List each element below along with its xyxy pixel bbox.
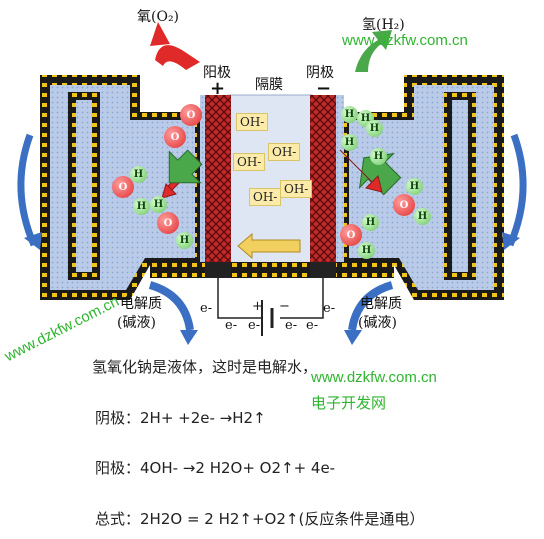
electrolyte-left-sublabel: (碱液) (117, 315, 156, 331)
minus-sign: − (316, 78, 332, 99)
electrolyte-right-sublabel: (碱液) (358, 315, 397, 331)
oxygen-atom: O (340, 224, 362, 246)
bottom-right-flow-head (344, 330, 362, 345)
hydrogen-atom: H (406, 178, 423, 195)
circuit-minus: − (279, 299, 290, 314)
hydroxide-ion: OH- (249, 188, 282, 206)
bottom-rail (150, 262, 394, 278)
cathode-equation: 阴极：2H+ +2e- →H2↑ (95, 409, 266, 427)
hydrogen-atom: H (150, 196, 167, 213)
electrolyte-left-label: 电解质 (120, 296, 162, 312)
cathode-terminal (310, 262, 336, 278)
total-equation: 总式：2H2O = 2 H2↑+O2↑(反应条件是通电） (95, 510, 425, 528)
anode-equation: 阳极：4OH- →2 H2O+ O2↑+ 4e- (95, 459, 336, 477)
hydrogen-atom: H (133, 198, 150, 215)
hydroxide-ion: OH- (268, 143, 301, 161)
hydrogen-atom: H (176, 232, 193, 249)
electron-label: e- (248, 318, 261, 333)
hydroxide-ion: OH- (233, 153, 266, 171)
hydroxide-ion: OH- (236, 113, 269, 131)
electron-label: e- (285, 318, 298, 333)
oxygen-atom: O (393, 194, 415, 216)
watermark-top: www.dzkfw.com.cn (342, 32, 468, 49)
bottom-left-flow (148, 281, 194, 331)
oxygen-label: 氧(O₂) (137, 9, 180, 25)
oxygen-atom: O (180, 104, 202, 126)
left-circulation-arrow (17, 133, 38, 247)
right-circulation-head (502, 232, 520, 250)
electrolysis-diagram (17, 22, 527, 345)
hydrogen-atom: H (341, 106, 358, 123)
cathode-label: 阴极 (306, 65, 334, 81)
hydrogen-atom: H (362, 214, 379, 231)
ion-flow-arrow (237, 232, 301, 260)
oxygen-arrow-head (150, 22, 170, 46)
external-circuit (217, 278, 324, 336)
hydrogen-atom: H (370, 148, 387, 165)
hydrogen-arrow (355, 30, 392, 72)
watermark-mid-cn: 电子开发网 (311, 395, 387, 412)
hydrogen-atom: H (130, 166, 147, 183)
oxygen-atom: O (164, 126, 186, 148)
hydrogen-atom: H (341, 134, 358, 151)
bottom-right-flow (348, 281, 394, 331)
left-circulation-head (24, 232, 42, 250)
plus-sign: + (210, 78, 226, 99)
hydrogen-label: 氢(H₂) (362, 17, 405, 33)
anode-electrode (205, 95, 231, 265)
anode-terminal (205, 262, 231, 278)
intro-text: 氢氧化钠是液体，这时是电解水， (92, 358, 318, 376)
bottom-left-flow-head (180, 330, 198, 345)
watermark-mid: www.dzkfw.com.cn (311, 369, 437, 386)
electron-label: e- (306, 318, 319, 333)
hydroxide-ion: OH- (280, 180, 313, 198)
membrane-label: 隔膜 (255, 77, 283, 93)
oxygen-arrow (155, 45, 200, 70)
anode-green-arrow (168, 149, 203, 184)
right-circulation-arrow (506, 133, 527, 247)
hydrogen-atom: H (414, 208, 431, 225)
hydrogen-atom: H (366, 120, 383, 137)
hydrogen-atom: H (358, 242, 375, 259)
oxygen-atom: O (157, 212, 179, 234)
electron-label: e- (323, 301, 336, 316)
electron-label: e- (225, 318, 238, 333)
electrolyte-right-label: 电解质 (360, 296, 402, 312)
anode-label: 阳极 (203, 65, 231, 81)
electrolysis-cell-svg (17, 22, 527, 345)
electron-label: e- (200, 301, 213, 316)
oxygen-atom: O (112, 176, 134, 198)
cathode-electrode (310, 95, 336, 265)
cathode-flow-arrow (339, 149, 383, 193)
circuit-plus: + (252, 299, 263, 314)
